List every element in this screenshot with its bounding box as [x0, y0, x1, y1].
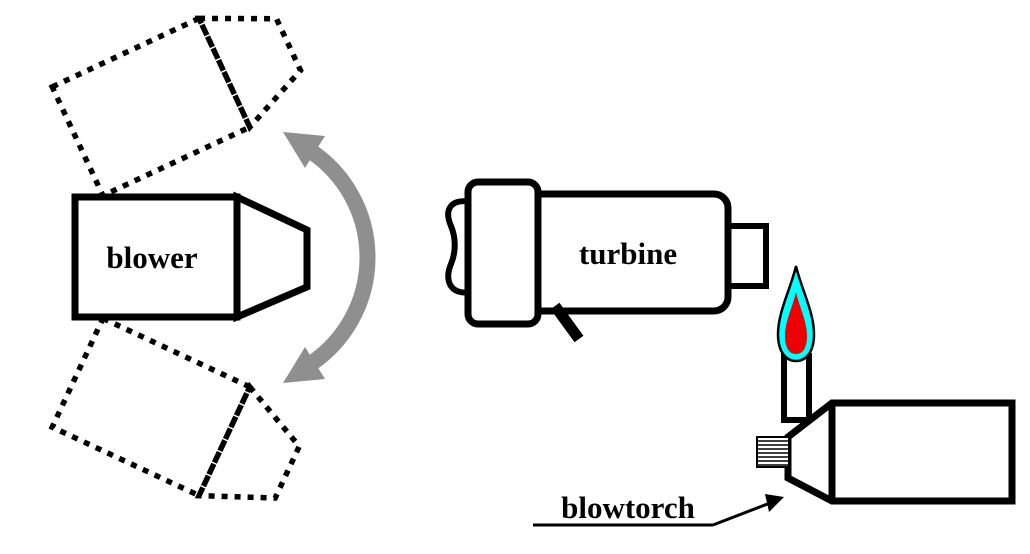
- blowtorch-tube: [781, 353, 812, 423]
- rotation-arrow-head-bottom: [283, 347, 325, 383]
- pointer-arrow-icon: [765, 494, 784, 512]
- blower-ghost-top-nozzle: [194, 15, 304, 133]
- burner-tip-hatching: [758, 440, 788, 466]
- burner-tip-box: [756, 436, 790, 468]
- blower: blower: [71, 191, 311, 323]
- turbine-cap: [464, 178, 542, 328]
- blowtorch-callout: blowtorch: [533, 490, 784, 527]
- turbine-label: turbine: [579, 236, 677, 271]
- blowtorch-body: [784, 399, 1016, 505]
- rotation-arrow-head-top: [283, 132, 325, 168]
- flame-icon: [776, 265, 816, 363]
- flame-core: [785, 292, 807, 354]
- blowtorch: blowtorch: [533, 265, 1016, 527]
- turbine: turbine: [445, 178, 769, 343]
- pointer-line: [712, 501, 771, 527]
- blower-ghost-top: [48, 14, 304, 200]
- rotation-arrow-icon: [283, 132, 376, 383]
- blower-body: [71, 193, 241, 321]
- turbine-drain-stub: [550, 302, 584, 343]
- blower-ghost-bottom-nozzle: [194, 381, 303, 501]
- blowtorch-burner-tip: [756, 436, 790, 468]
- blower-ghost-top-body: [48, 14, 254, 200]
- blower-label: blower: [106, 240, 198, 275]
- blowtorch-label: blowtorch: [561, 490, 695, 525]
- blower-nozzle: [233, 191, 311, 323]
- blower-ghost-bottom-body: [48, 314, 254, 500]
- rotation-arrow-arc: [307, 145, 376, 370]
- blower-ghost-bottom: [48, 314, 303, 501]
